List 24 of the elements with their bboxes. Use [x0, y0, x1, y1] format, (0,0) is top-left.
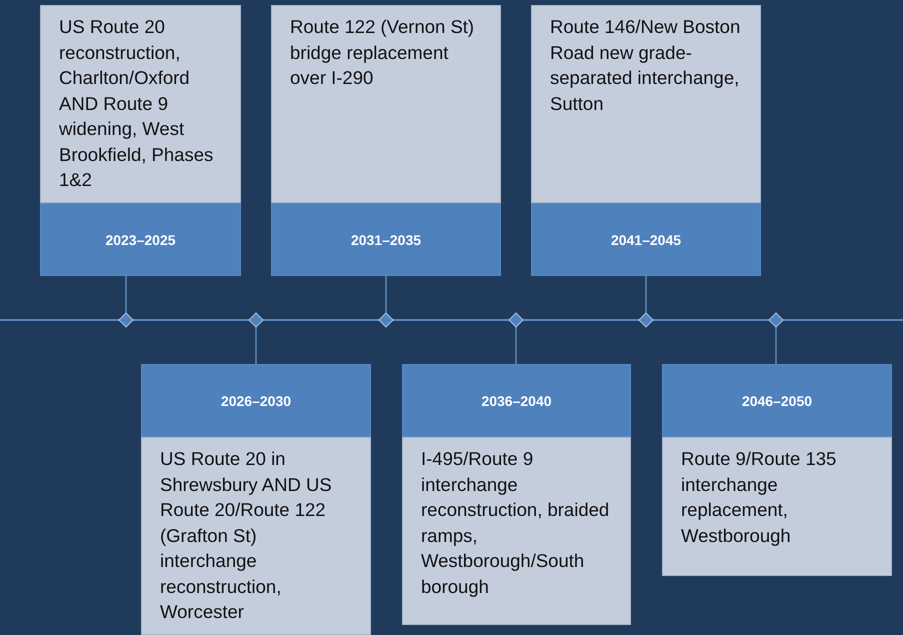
connector-line	[515, 327, 517, 364]
project-description: Route 146/New Boston Road new grade-separated interchange, Sutton	[531, 5, 761, 203]
year-band: 2046–2050	[662, 364, 892, 437]
year-band: 2036–2040	[402, 364, 631, 437]
year-band: 2031–2035	[271, 203, 501, 276]
connector-line	[775, 327, 777, 364]
connector-line	[385, 276, 387, 313]
year-band: 2041–2045	[531, 203, 761, 276]
timeline-marker	[118, 312, 134, 328]
timeline-marker	[378, 312, 394, 328]
project-description: Route 9/Route 135 interchange replacement, Westborough	[662, 437, 892, 576]
year-band: 2026–2030	[141, 364, 371, 437]
connector-line	[125, 276, 127, 313]
project-description: Route 122 (Vernon St) bridge replacement over I-290	[271, 5, 501, 203]
project-description: I-495/Route 9 interchange reconstruction, braided ramps, Westborough/South borough	[402, 437, 631, 625]
year-band: 2023–2025	[40, 203, 241, 276]
connector-line	[645, 276, 647, 313]
connector-line	[255, 327, 257, 364]
project-description: US Route 20 reconstruction, Charlton/Oxford AND Route 9 widening, West Brookfield, Phases 1&2	[40, 5, 241, 203]
timeline-marker	[768, 312, 784, 328]
timeline-marker	[508, 312, 524, 328]
project-description: US Route 20 in Shrewsbury AND US Route 20/Route 122 (Grafton St) interchange reconstruction, Worcester	[141, 437, 371, 635]
timeline-marker	[248, 312, 264, 328]
timeline-marker	[638, 312, 654, 328]
